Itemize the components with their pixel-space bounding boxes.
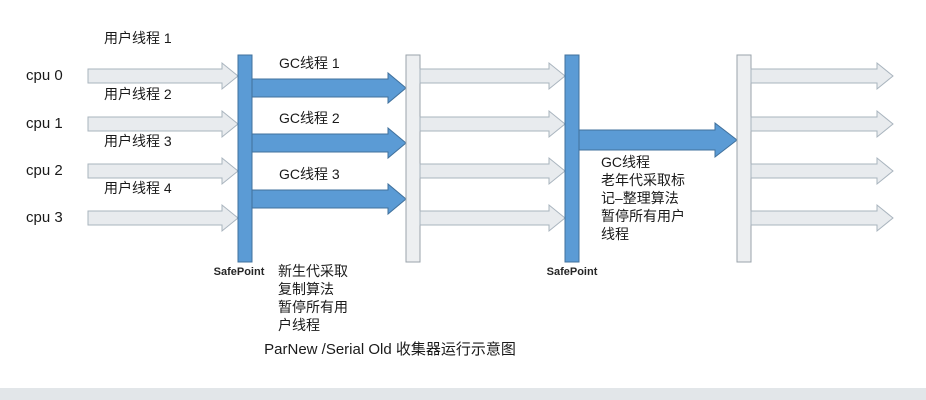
gc-thread-label-2: GC线程 2 (279, 110, 340, 126)
bottom-band (0, 388, 926, 400)
cpu-label-0: cpu 0 (26, 67, 63, 84)
safepoint-label-1: SafePoint (213, 266, 265, 278)
minor-gc-note-line: 新生代采取 (278, 263, 348, 279)
cpu-label-3: cpu 3 (26, 209, 63, 226)
user-thread-label-3: 用户线程 3 (104, 133, 172, 149)
user-thread-arrow-10 (750, 109, 894, 139)
user-thread-arrow-1 (87, 61, 239, 91)
resume-bar-2 (736, 54, 752, 263)
user-thread-arrow-7 (419, 156, 566, 186)
major-gc-note-line: 线程 (601, 226, 629, 242)
major-gc-note: GC线程 老年代采取标 记–整理算法 暂停所有用户 线程 (601, 153, 685, 243)
minor-gc-note: 新生代采取 复制算法 暂停所有用 户线程 (278, 262, 348, 334)
user-thread-label-4: 用户线程 4 (104, 180, 172, 196)
user-thread-arrow-11 (750, 156, 894, 186)
gc-thread-label-1: GC线程 1 (279, 55, 340, 71)
user-thread-arrow-2 (87, 109, 239, 139)
user-thread-arrow-8 (419, 203, 566, 233)
safepoint-label-2: SafePoint (546, 266, 598, 278)
minor-gc-note-line: 复制算法 (278, 281, 334, 297)
user-thread-arrow-12 (750, 203, 894, 233)
user-thread-label-1: 用户线程 1 (104, 30, 172, 46)
user-thread-arrow-3 (87, 156, 239, 186)
user-thread-arrow-6 (419, 109, 566, 139)
old-gc-thread-arrow (578, 121, 738, 159)
safepoint-bar-1 (237, 54, 253, 263)
cpu-label-1: cpu 1 (26, 115, 63, 132)
user-thread-arrow-5 (419, 61, 566, 91)
user-thread-arrow-4 (87, 203, 239, 233)
gc-thread-arrow-1 (251, 71, 407, 105)
major-gc-note-line: GC线程 (601, 154, 650, 170)
resume-bar-1 (405, 54, 421, 263)
gc-thread-arrow-3 (251, 182, 407, 216)
cpu-label-2: cpu 2 (26, 162, 63, 179)
user-thread-label-2: 用户线程 2 (104, 86, 172, 102)
gc-thread-arrow-2 (251, 126, 407, 160)
gc-thread-label-3: GC线程 3 (279, 166, 340, 182)
diagram-caption: ParNew /Serial Old 收集器运行示意图 (264, 341, 516, 358)
safepoint-bar-2 (564, 54, 580, 263)
major-gc-note-line: 老年代采取标 (601, 172, 685, 188)
user-thread-arrow-9 (750, 61, 894, 91)
major-gc-note-line: 暂停所有用户 (601, 208, 685, 224)
minor-gc-note-line: 暂停所有用 (278, 299, 348, 315)
minor-gc-note-line: 户线程 (278, 317, 320, 333)
major-gc-note-line: 记–整理算法 (601, 190, 679, 206)
